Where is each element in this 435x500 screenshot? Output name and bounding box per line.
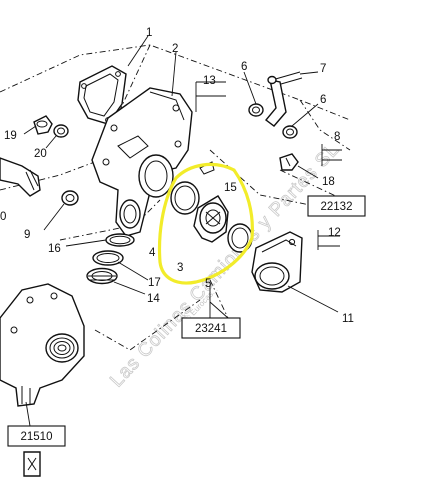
callout-numbers: 1 2 13 6 7 6 19 20 8 18 15 0 9 16 4 3 5 … — [0, 27, 354, 325]
callout-6a: 6 — [241, 61, 247, 73]
callout-5: 5 — [205, 278, 211, 290]
ref-box-21510: 21510 — [7, 425, 66, 447]
callout-14: 14 — [147, 293, 160, 305]
callout-19: 19 — [4, 130, 17, 142]
ref-box-22132: 22132 — [307, 195, 366, 217]
ref-box-23241-label: 23241 — [195, 323, 227, 335]
callout-6b: 6 — [320, 94, 326, 106]
callout-11: 11 — [342, 313, 354, 325]
callout-7: 7 — [320, 63, 326, 75]
callout-8: 8 — [334, 131, 340, 143]
leader-lines — [23, 35, 342, 427]
highlight-outline — [157, 162, 254, 285]
callout-4: 4 — [149, 247, 156, 259]
pipe-fitting-part — [0, 157, 41, 197]
ref-box-22132-label: 22132 — [321, 201, 353, 213]
gasket-part — [77, 65, 127, 125]
thermostat-part — [170, 161, 253, 253]
callout-12: 12 — [328, 227, 341, 239]
callout-3: 3 — [177, 262, 183, 274]
callout-9: 9 — [24, 229, 30, 241]
callout-15: 15 — [224, 182, 237, 194]
callout-0: 0 — [0, 211, 6, 223]
bolt-part — [279, 153, 299, 171]
mounting-bracket-part — [23, 451, 41, 477]
thermostat-housing-part — [91, 87, 193, 237]
ref-box-21510-label: 21510 — [21, 431, 53, 443]
outlet-housing-part — [251, 231, 303, 293]
orings-left — [86, 233, 135, 285]
callout-1: 1 — [146, 27, 152, 39]
sensor-fitting-part — [264, 71, 303, 127]
water-pump-part — [0, 283, 85, 407]
callout-2: 2 — [172, 43, 178, 55]
callout-16: 16 — [48, 243, 61, 255]
callout-20: 20 — [34, 148, 47, 160]
callout-17: 17 — [148, 277, 161, 289]
callout-18: 18 — [322, 176, 335, 188]
ref-box-23241: 23241 — [181, 317, 241, 339]
callout-13: 13 — [203, 75, 216, 87]
